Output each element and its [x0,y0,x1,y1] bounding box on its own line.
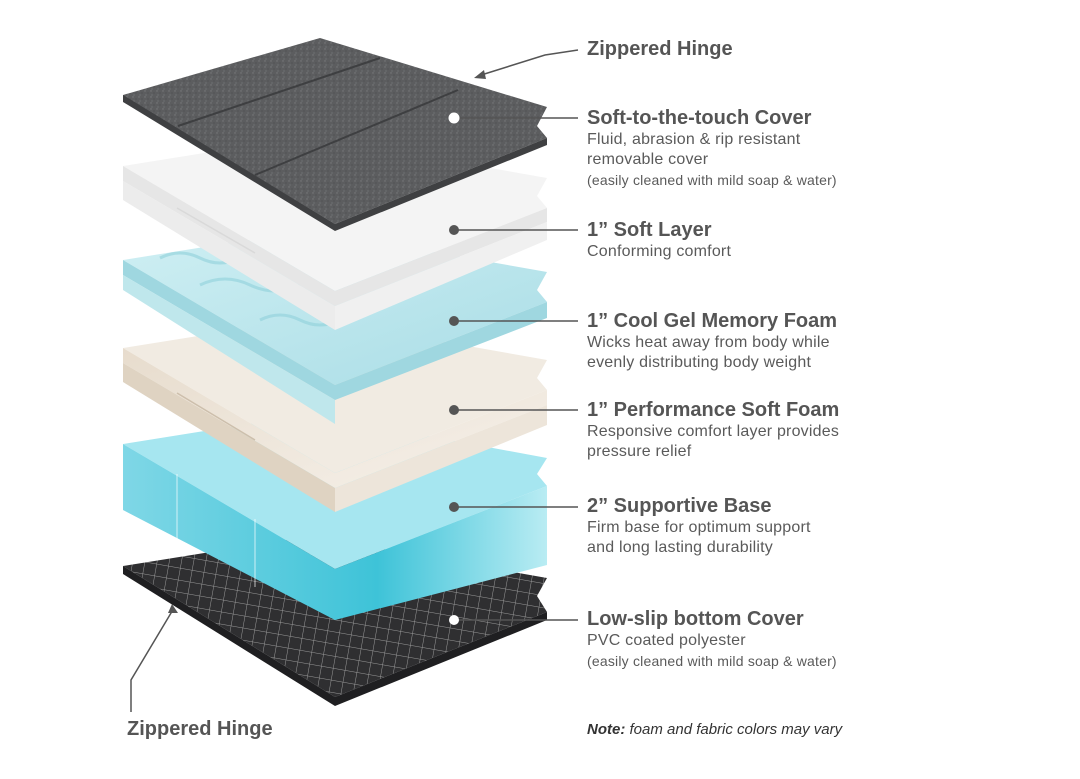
layer-note: (easily cleaned with mild soap & water) [587,653,837,669]
layer-desc: Fluid, abrasion & rip resistant [587,131,801,148]
layer-desc: removable cover [587,151,709,168]
zippered-hinge-top-label: Zippered Hinge [587,38,733,60]
arrow-head-bottom [168,604,178,613]
layer-desc: pressure relief [587,443,692,460]
layer-title: 1” Performance Soft Foam [587,399,840,421]
layer-label-cover: Soft-to-the-touch Cover Fluid, abrasion … [587,106,837,190]
note-text: foam and fabric colors may vary [625,721,843,738]
layer-desc: and long lasting durability [587,539,773,556]
layer-note: (easily cleaned with mild soap & water) [587,172,837,188]
layer-label-performance: 1” Performance Soft Foam Responsive comf… [587,398,839,462]
layer-label-soft: 1” Soft Layer Conforming comfort [587,218,731,262]
layer-title: Low-slip bottom Cover [587,608,804,630]
layer-label-base: 2” Supportive Base Firm base for optimum… [587,494,811,558]
leader-dots [448,112,460,625]
arrow-head-top [474,70,486,79]
layer-desc: Conforming comfort [587,243,732,260]
layer-desc: Wicks heat away from body while [587,334,830,351]
layer-desc: Responsive comfort layer provides [587,423,840,440]
zippered-hinge-bottom-label: Zippered Hinge [127,718,273,740]
layer-title: 1” Cool Gel Memory Foam [587,310,838,332]
layer-title: 1” Soft Layer [587,219,712,241]
colors-note: Note: foam and fabric colors may vary [587,721,842,738]
layer-title: 2” Supportive Base [587,495,772,517]
layer-desc: PVC coated polyester [587,632,746,649]
layer-label-gel: 1” Cool Gel Memory Foam Wicks heat away … [587,309,837,373]
leader-lines [130,49,579,712]
note-prefix: Note: [587,721,626,738]
layer-title: Soft-to-the-touch Cover [587,107,812,129]
layer-desc: Firm base for optimum support [587,519,811,536]
top-cover-layer [123,38,547,231]
layer-label-bottom-cover: Low-slip bottom Cover PVC coated polyest… [587,607,837,671]
layer-desc: evenly distributing body weight [587,354,812,371]
